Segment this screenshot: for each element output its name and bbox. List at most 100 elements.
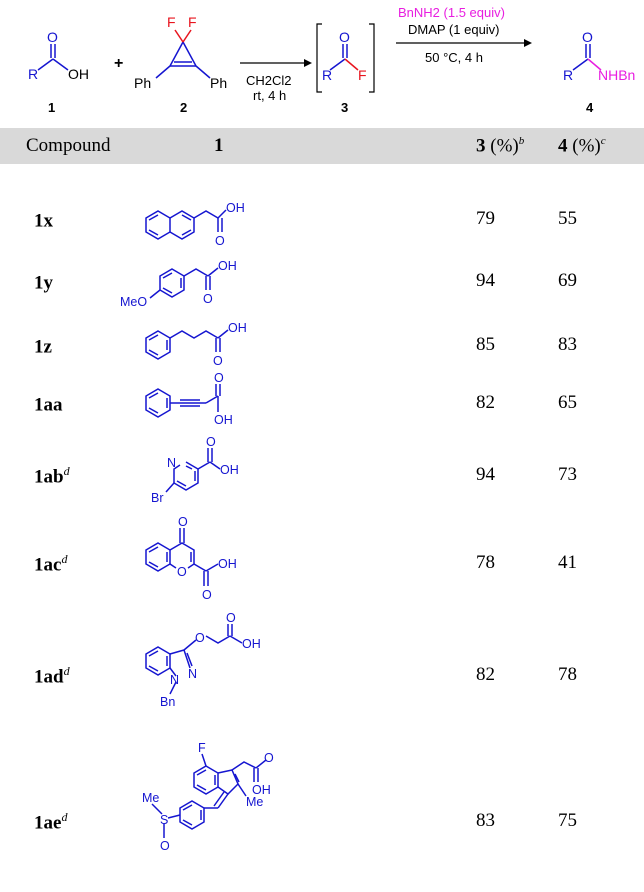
compound-id: 1z — [34, 336, 52, 358]
yield-4: 41 — [558, 552, 577, 573]
svg-text:O: O — [178, 515, 188, 529]
yield-3: 83 — [476, 810, 495, 831]
yield-4: 73 — [558, 464, 577, 485]
structure-1z: OH O — [145, 321, 247, 368]
amide-nhbn-label: NHBn — [598, 67, 635, 83]
yield-4: 55 — [558, 208, 577, 229]
yield-4: 75 — [558, 810, 577, 831]
table-row: 1x OH O 79 55 — [0, 190, 644, 250]
svg-text:O: O — [215, 234, 225, 248]
step1-arrow-head — [304, 59, 312, 67]
yield-3: 94 — [476, 464, 495, 485]
svg-text:S: S — [160, 813, 168, 827]
svg-text:O: O — [203, 292, 213, 306]
compound-id: 1aa — [34, 394, 63, 416]
intermediate-compound-number: 3 — [341, 100, 348, 115]
svg-text:O: O — [202, 588, 212, 602]
table-row: 1z OH O 85 83 — [0, 314, 644, 374]
yield-4: 69 — [558, 270, 577, 291]
table-row: 1y OH O MeO 94 69 — [0, 250, 644, 314]
svg-text:O: O — [206, 435, 216, 449]
svg-text:OH: OH — [252, 783, 271, 797]
phenyl-label-right: Ph — [210, 75, 227, 91]
step2-conditions: 50 °C, 4 h — [425, 50, 483, 65]
bracket-left — [316, 23, 322, 93]
compound-id: 1x — [34, 210, 53, 232]
compound-id: 1add — [34, 664, 70, 688]
svg-text:O: O — [195, 631, 205, 645]
compound-id: 1abd — [34, 464, 70, 488]
svg-text:F: F — [198, 741, 206, 755]
acid-o-label: O — [47, 29, 58, 45]
table-row: 1acd O O OH O 78 41 — [0, 514, 644, 616]
svg-text:OH: OH — [218, 259, 237, 273]
svg-text:Me: Me — [246, 795, 263, 809]
acyl-r-label: R — [322, 67, 332, 83]
structure-1ac: O O OH O — [145, 515, 237, 602]
yield-4: 83 — [558, 334, 577, 355]
yield-4: 78 — [558, 664, 577, 685]
bracket-right — [369, 23, 375, 93]
acid-compound-number: 1 — [48, 100, 55, 115]
structure-1ab: N Br O OH — [151, 435, 239, 505]
compound-id: 1aed — [34, 810, 68, 834]
structure-1y: OH O MeO — [120, 259, 237, 309]
svg-text:N: N — [170, 673, 179, 687]
header-col3: 3 (%)b — [476, 135, 525, 157]
amide-r-label: R — [563, 67, 573, 83]
acyl-f-label: F — [358, 67, 367, 83]
step2-base: DMAP (1 equiv) — [408, 22, 500, 37]
yield-3: 85 — [476, 334, 495, 355]
yield-4: 65 — [558, 392, 577, 413]
svg-text:Br: Br — [151, 491, 164, 505]
svg-text:Bn: Bn — [160, 695, 175, 709]
step1-conditions: rt, 4 h — [253, 88, 286, 103]
table-row: 1abd N Br O OH 94 73 — [0, 435, 644, 514]
table-row: 1aa O OH 82 65 — [0, 371, 644, 436]
svg-text:OH: OH — [228, 321, 247, 335]
compound-id: 1acd — [34, 552, 68, 576]
structure-1ad: O O OH N N Bn — [145, 611, 261, 709]
phenyl-label-left: Ph — [134, 75, 151, 91]
structure-1x: OH O — [145, 201, 245, 248]
step2-amine: BnNH2 (1.5 equiv) — [398, 5, 505, 20]
reaction-scheme: R O OH 1 + F F Ph Ph 2 CH2Cl2 rt, 4 h R … — [28, 5, 635, 115]
acyl-fluoride-structure — [329, 44, 348, 71]
compound-id: 1y — [34, 272, 53, 294]
header-col1: 1 — [214, 135, 224, 156]
header-col4: 4 (%)c — [558, 135, 606, 157]
acyl-o-label: O — [339, 29, 350, 45]
svg-text:N: N — [188, 667, 197, 681]
plus-sign: + — [114, 55, 123, 72]
svg-text:OH: OH — [220, 463, 239, 477]
structure-1ae: F O OH Me S Me O — [142, 741, 274, 853]
fluorine-label-2: F — [188, 14, 197, 30]
svg-text:O: O — [226, 611, 236, 625]
svg-text:O: O — [213, 354, 223, 368]
svg-text:O: O — [160, 839, 170, 853]
difluorocyclopropene-structure — [155, 41, 211, 79]
product-compound-number: 4 — [586, 100, 594, 115]
svg-text:O: O — [177, 565, 187, 579]
fluorine-bonds — [174, 29, 192, 43]
amide-structure — [572, 44, 591, 71]
table-row: 1aed F O OH Me S Me O 83 75 — [0, 726, 644, 892]
yield-3: 94 — [476, 270, 495, 291]
table-header: Compound 1 3 (%)b 4 (%)c — [0, 128, 644, 164]
structure-1aa: O OH — [145, 371, 233, 427]
table-row: 1add O O OH N N Bn 82 78 — [0, 611, 644, 726]
svg-text:OH: OH — [214, 413, 233, 427]
acid-structure — [37, 44, 69, 71]
yield-3: 82 — [476, 664, 495, 685]
step2-arrow-head — [524, 39, 532, 47]
header-compound: Compound — [26, 135, 111, 156]
svg-text:OH: OH — [242, 637, 261, 651]
yield-3: 78 — [476, 552, 495, 573]
svg-text:N: N — [167, 456, 176, 470]
step1-solvent: CH2Cl2 — [246, 73, 292, 88]
acid-r-label: R — [28, 66, 38, 82]
svg-text:O: O — [214, 371, 224, 385]
fluorine-label-1: F — [167, 14, 176, 30]
reagent-compound-number: 2 — [180, 100, 187, 115]
svg-text:Me: Me — [142, 791, 159, 805]
